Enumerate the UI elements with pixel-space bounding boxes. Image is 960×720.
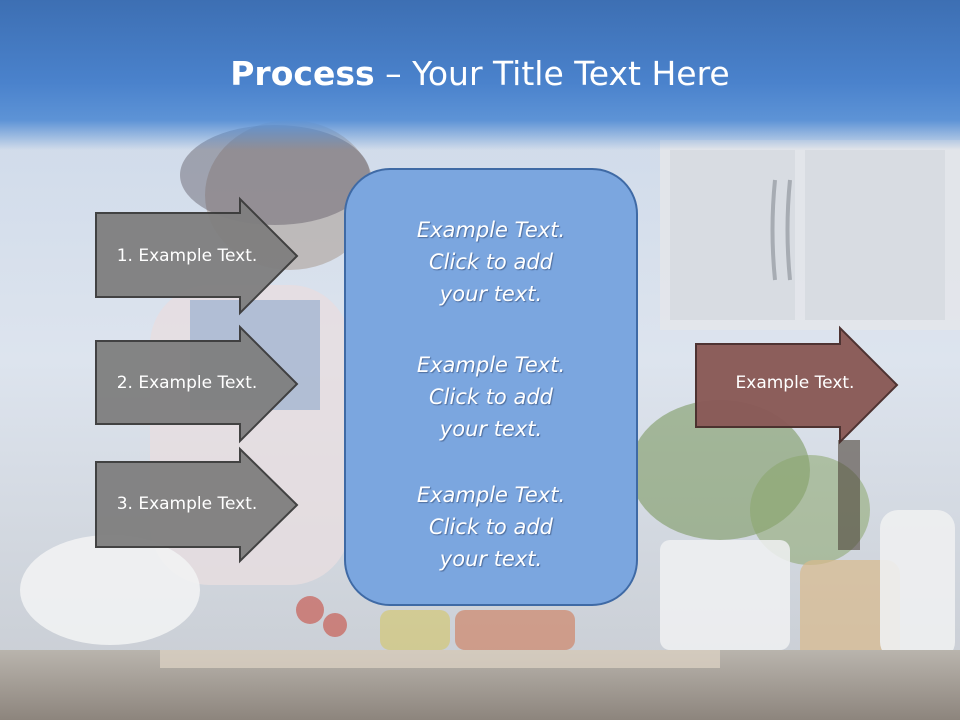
center-paragraph-2: Example Text. Click to add your text. <box>346 349 636 445</box>
right-arrow-label: Example Text. <box>735 373 855 393</box>
title-bar <box>0 0 960 150</box>
center-paragraph-2-line3: your text. <box>439 417 543 441</box>
left-arrow-1[interactable] <box>95 196 299 316</box>
center-text-box[interactable]: Example Text. Click to add your text. Ex… <box>344 168 638 606</box>
center-paragraph-1-line1: Example Text. <box>416 218 566 242</box>
left-arrow-2[interactable] <box>95 324 299 444</box>
center-paragraph-2-line2: Click to add <box>428 385 553 409</box>
center-paragraph-3-line2: Click to add <box>428 515 553 539</box>
center-paragraph-1: Example Text. Click to add your text. <box>346 214 636 310</box>
left-arrow-2-label: 2. Example Text. <box>116 373 258 393</box>
center-paragraph-3-line3: your text. <box>439 547 543 571</box>
center-paragraph-2-line1: Example Text. <box>416 353 566 377</box>
slide-title[interactable]: Process – Your Title Text Here <box>0 52 960 96</box>
left-arrow-3[interactable] <box>95 446 299 564</box>
title-bold-part: Process <box>230 54 375 93</box>
center-paragraph-3-line1: Example Text. <box>416 483 566 507</box>
right-arrow[interactable] <box>695 325 899 445</box>
center-paragraph-1-line3: your text. <box>439 282 543 306</box>
center-paragraph-1-line2: Click to add <box>428 250 553 274</box>
left-arrow-3-label: 3. Example Text. <box>116 494 258 514</box>
left-arrow-1-label: 1. Example Text. <box>116 246 258 266</box>
center-paragraph-3: Example Text. Click to add your text. <box>346 479 636 575</box>
title-rest-part: – Your Title Text Here <box>374 54 730 93</box>
